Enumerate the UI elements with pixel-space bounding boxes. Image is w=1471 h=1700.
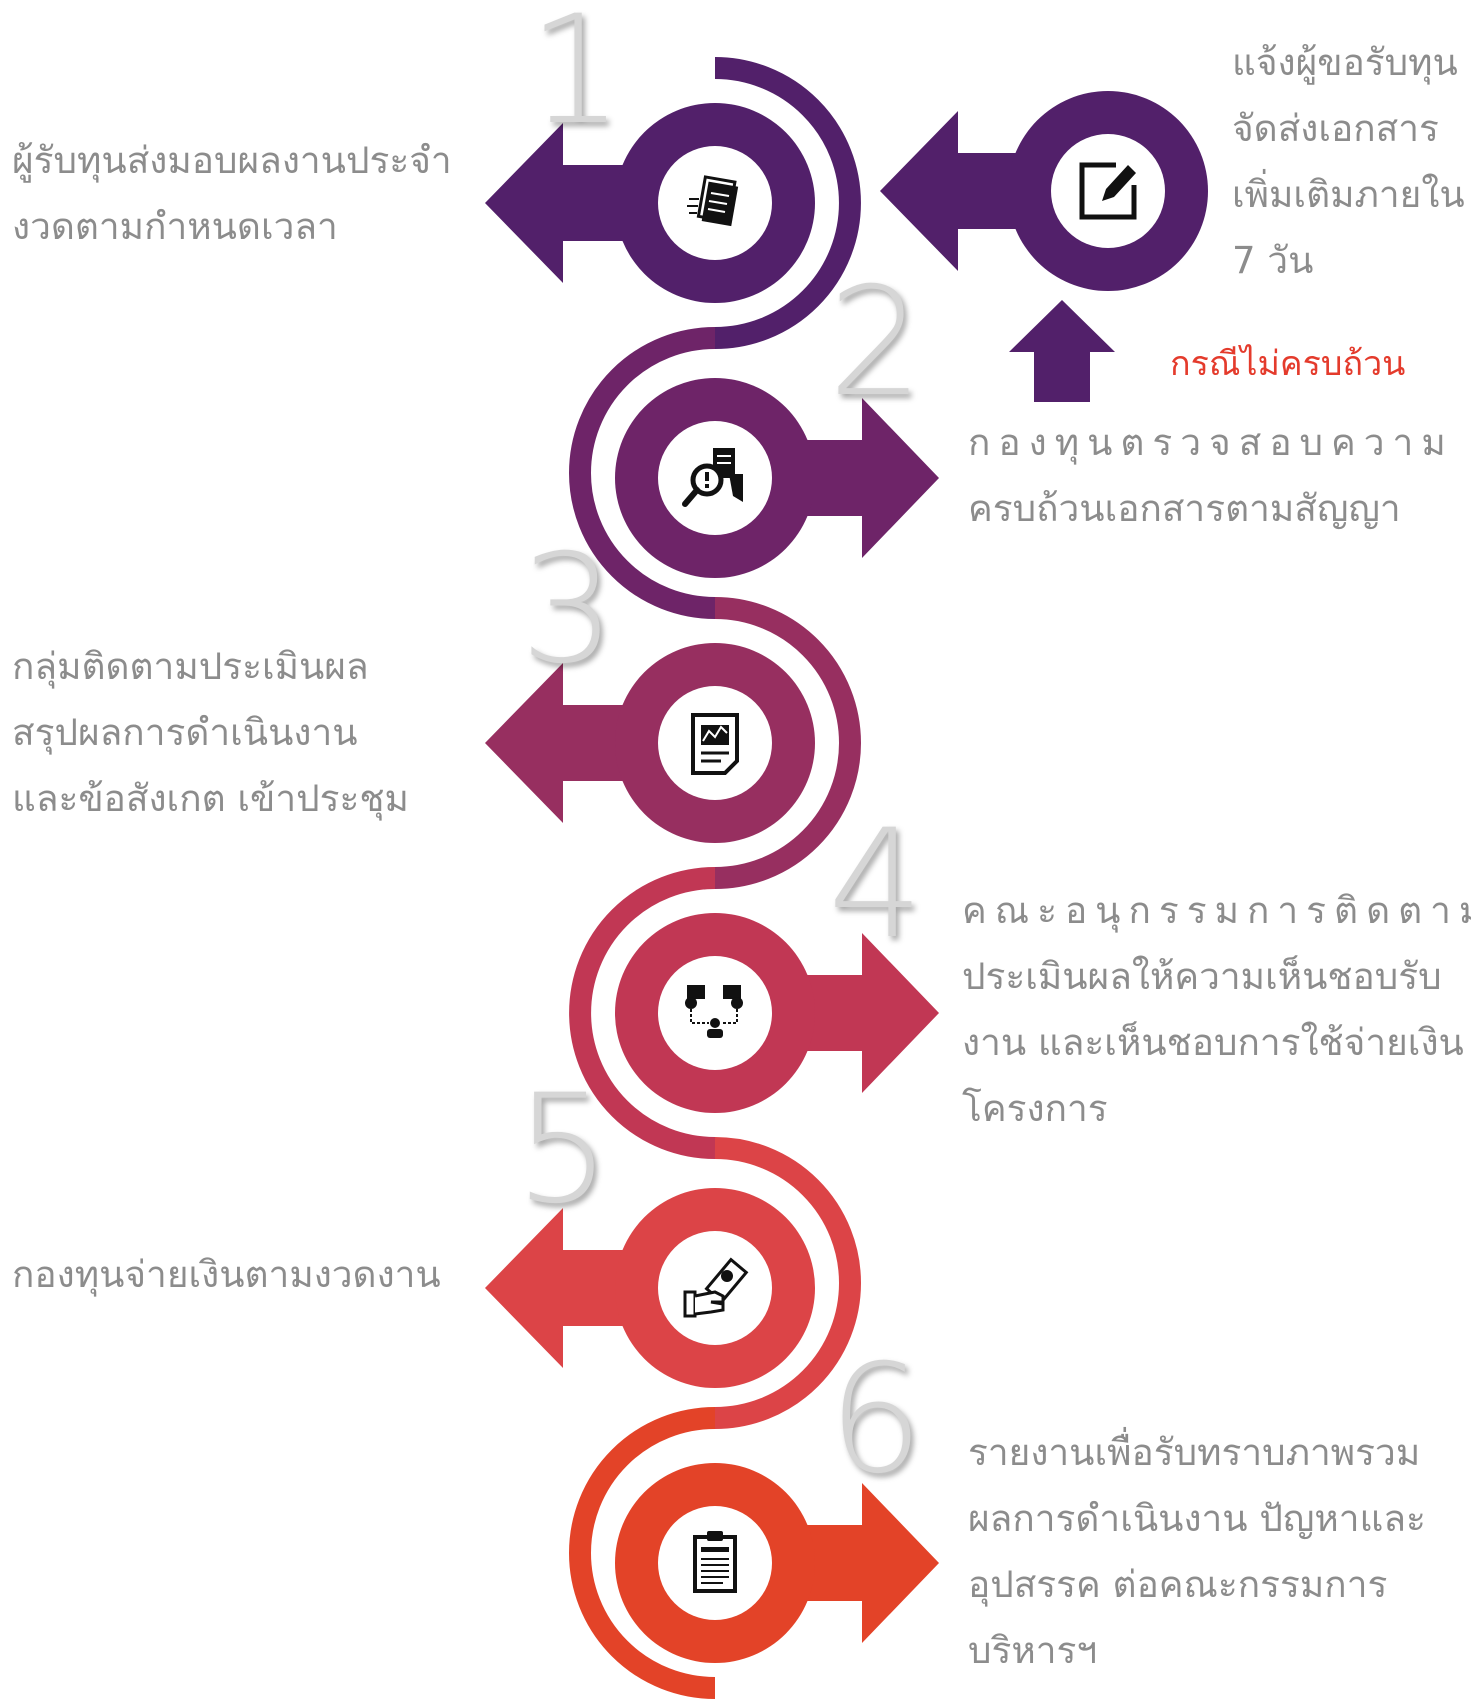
connector-arc-3 <box>714 597 861 889</box>
approval-flow-icon <box>685 985 743 1038</box>
step-1-number: 1 <box>528 0 624 158</box>
extra-line: แจ้งผู้ขอรับทุน <box>1232 41 1458 84</box>
step-4-number: 4 <box>828 798 924 972</box>
report-chart-icon <box>691 713 739 775</box>
step-5-text: กองทุนจ่ายเงินตามงวดงาน <box>12 1242 441 1308</box>
step-5-line: กองทุนจ่ายเงินตามงวดงาน <box>12 1253 441 1296</box>
extra-arrow <box>880 111 1040 271</box>
step-2-line: กองทุนตรวจสอบความ <box>968 421 1454 464</box>
payment-hand-icon <box>683 1257 749 1318</box>
step-4-line: งาน และเห็นชอบการใช้จ่ายเงิน <box>962 1021 1464 1064</box>
connector-arc-5 <box>714 1137 861 1429</box>
extra-text: แจ้งผู้ขอรับทุน จัดส่งเอกสาร เพิ่มเติมภา… <box>1232 30 1465 294</box>
step-2-line: ครบถ้วนเอกสารตามสัญญา <box>968 487 1401 530</box>
condition-label: กรณีไม่ครบถ้วน <box>1170 344 1406 384</box>
step-1-text: ผู้รับทุนส่งมอบผลงานประจำ งวดตามกำหนดเวล… <box>12 128 452 260</box>
step-1-line: งวดตามกำหนดเวลา <box>12 205 338 248</box>
serpentine-connector <box>569 57 861 1699</box>
extra-line: เพิ่มเติมภายใน <box>1232 173 1465 216</box>
step-6-line: รายงานเพื่อรับทราบภาพรวม <box>968 1431 1421 1474</box>
step-2-arrow <box>780 398 939 558</box>
step-3-text: กลุ่มติดตามประเมินผล สรุปผลการดำเนินงาน … <box>12 634 409 832</box>
connector-arc-6 <box>569 1407 716 1699</box>
step-1-line: ผู้รับทุนส่งมอบผลงานประจำ <box>12 139 452 182</box>
step-1-arrow <box>485 123 640 283</box>
extra-node <box>880 91 1208 402</box>
step-3-line: กลุ่มติดตามประเมินผล <box>12 645 369 688</box>
step-5-arrow <box>485 1208 640 1368</box>
step-6-line: ผลการดำเนินงาน ปัญหาและ <box>968 1497 1426 1540</box>
connector-arc-4 <box>569 867 716 1159</box>
edit-document-icon <box>1079 162 1137 220</box>
step-4-line: ประเมินผลให้ความเห็นชอบรับ <box>962 955 1442 998</box>
summary-clipboard-icon <box>693 1531 737 1593</box>
connector-arc-2 <box>569 327 716 619</box>
step-6-number: 6 <box>828 1333 924 1507</box>
step-3-number: 3 <box>520 523 616 697</box>
step-3-line: สรุปผลการดำเนินงาน <box>12 711 358 754</box>
step-4-line: คณะอนุกรรมการติดตาม <box>962 889 1471 932</box>
condition-arrow <box>1009 300 1115 402</box>
step-6-arrow <box>780 1483 939 1643</box>
step-4-text: คณะอนุกรรมการติดตาม ประเมินผลให้ความเห็น… <box>962 878 1471 1142</box>
step-2-node <box>615 378 939 578</box>
step-1-node <box>485 103 815 303</box>
inspection-icon <box>682 448 743 507</box>
step-4-node <box>615 913 939 1113</box>
step-6-line: บริหารฯ <box>968 1629 1098 1672</box>
step-4-arrow <box>780 933 939 1093</box>
extra-line: จัดส่งเอกสาร <box>1232 107 1439 150</box>
step-3-arrow <box>485 663 640 823</box>
step-3-node <box>485 643 815 843</box>
step-6-node <box>615 1463 939 1663</box>
step-6-line: อุปสรรค ต่อคณะกรรมการ <box>968 1563 1388 1606</box>
step-5-number: 5 <box>515 1063 611 1237</box>
step-2-number: 2 <box>828 256 924 430</box>
connector-arc-1 <box>714 57 861 349</box>
extra-line: 7 วัน <box>1232 239 1314 282</box>
step-3-line: และข้อสังเกต เข้าประชุม <box>12 777 409 820</box>
documents-icon <box>687 175 739 227</box>
step-2-text: กองทุนตรวจสอบความ ครบถ้วนเอกสารตามสัญญา <box>968 410 1454 542</box>
step-4-line: โครงการ <box>962 1087 1108 1130</box>
step-5-node <box>485 1188 815 1388</box>
step-6-text: รายงานเพื่อรับทราบภาพรวม ผลการดำเนินงาน … <box>968 1420 1426 1684</box>
